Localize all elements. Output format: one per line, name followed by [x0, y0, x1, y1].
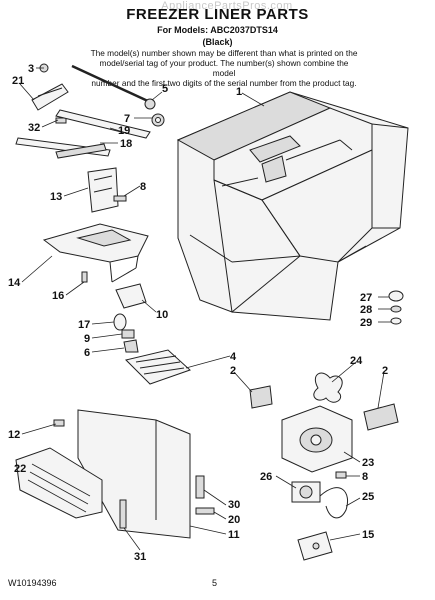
part-28-spring: [390, 305, 402, 313]
part-4-light-lens: [125, 349, 191, 385]
part-19-rail: [55, 109, 151, 139]
part-26-fan-motor: [291, 481, 321, 503]
part-13-bracket: [87, 167, 119, 213]
callout-24: 24: [350, 355, 363, 367]
leader-lines: [19, 67, 391, 551]
part-15-bracket: [297, 531, 333, 561]
part-20-tape: [195, 507, 215, 515]
part-21-bracket: [31, 83, 69, 111]
part-6-clip: [123, 339, 139, 353]
part-16-screw: [81, 271, 88, 283]
callout-18: 18: [120, 138, 132, 150]
callout-32: 32: [28, 122, 40, 134]
part-8-screw: [113, 195, 127, 202]
part-14-tray: [42, 223, 149, 283]
callout-13: 13: [50, 191, 62, 203]
part-25-harness: [319, 487, 348, 519]
page-number: 5: [212, 578, 218, 588]
callout-27: 27: [360, 292, 372, 304]
part-10-switch: [115, 283, 147, 309]
callout-23: 23: [362, 457, 374, 469]
part-23-fan-shroud: [281, 405, 353, 473]
callout-12: 12: [8, 429, 20, 441]
callout-3: 3: [28, 63, 34, 75]
callout-10: 10: [156, 309, 168, 321]
watermark: AppliancePartsPros.com: [161, 0, 293, 12]
page-title: FREEZER LINER PARTS: [126, 6, 309, 23]
callout-2-left: 2: [230, 365, 236, 377]
callout-2-right: 2: [382, 365, 388, 377]
part-22-grille: [15, 447, 103, 519]
callout-31: 31: [134, 551, 146, 563]
document-number: W10194396: [8, 578, 57, 588]
freezer-liner: [176, 91, 409, 321]
part-30-tape: [195, 475, 205, 499]
callout-15: 15: [362, 529, 374, 541]
part-12-screw: [53, 419, 65, 427]
part-29-washer: [390, 317, 402, 325]
callout-11: 11: [228, 529, 240, 541]
callout-22: 22: [14, 463, 26, 475]
callout-6: 6: [84, 347, 90, 359]
part-17-bulb: [113, 313, 127, 331]
callout-16: 16: [52, 290, 64, 302]
callout-30: 30: [228, 499, 240, 511]
callout-8: 8: [140, 181, 146, 193]
color-variant: (Black): [202, 37, 233, 47]
callout-21: 21: [12, 75, 24, 87]
part-18-rail: [15, 137, 111, 159]
model-note: The model(s) number shown may be differe…: [90, 48, 358, 88]
part-2-insulation-left: [249, 385, 273, 409]
callout-25: 25: [362, 491, 374, 503]
part-7-knob: [151, 113, 165, 127]
callout-1: 1: [236, 86, 242, 98]
callout-9: 9: [84, 333, 90, 345]
callout-28: 28: [360, 304, 372, 316]
part-27-fitting: [388, 290, 404, 302]
part-9-socket: [121, 329, 135, 339]
callout-26: 26: [260, 471, 272, 483]
callout-17: 17: [78, 319, 90, 331]
part-31-clip: [119, 499, 127, 529]
model-numbers: For Models: ABC2037DTS14: [157, 25, 278, 35]
callout-8-right: 8: [362, 471, 368, 483]
callout-20: 20: [228, 514, 240, 526]
part-2-insulation-right: [363, 403, 399, 431]
callout-7: 7: [124, 113, 130, 125]
callout-5: 5: [162, 83, 168, 95]
part-8-screw-right: [335, 471, 347, 479]
part-24-fan-blade: [313, 372, 343, 403]
part-11-rear-panel: [77, 409, 191, 539]
part-5-shaft: [71, 64, 156, 110]
callout-29: 29: [360, 317, 372, 329]
callout-labels: 1 3 21 5 32 7 19 18 13 8 14 16 10 17 9 6…: [8, 63, 388, 563]
callout-14: 14: [8, 277, 21, 289]
callout-4: 4: [230, 351, 237, 363]
callout-19: 19: [118, 125, 130, 137]
